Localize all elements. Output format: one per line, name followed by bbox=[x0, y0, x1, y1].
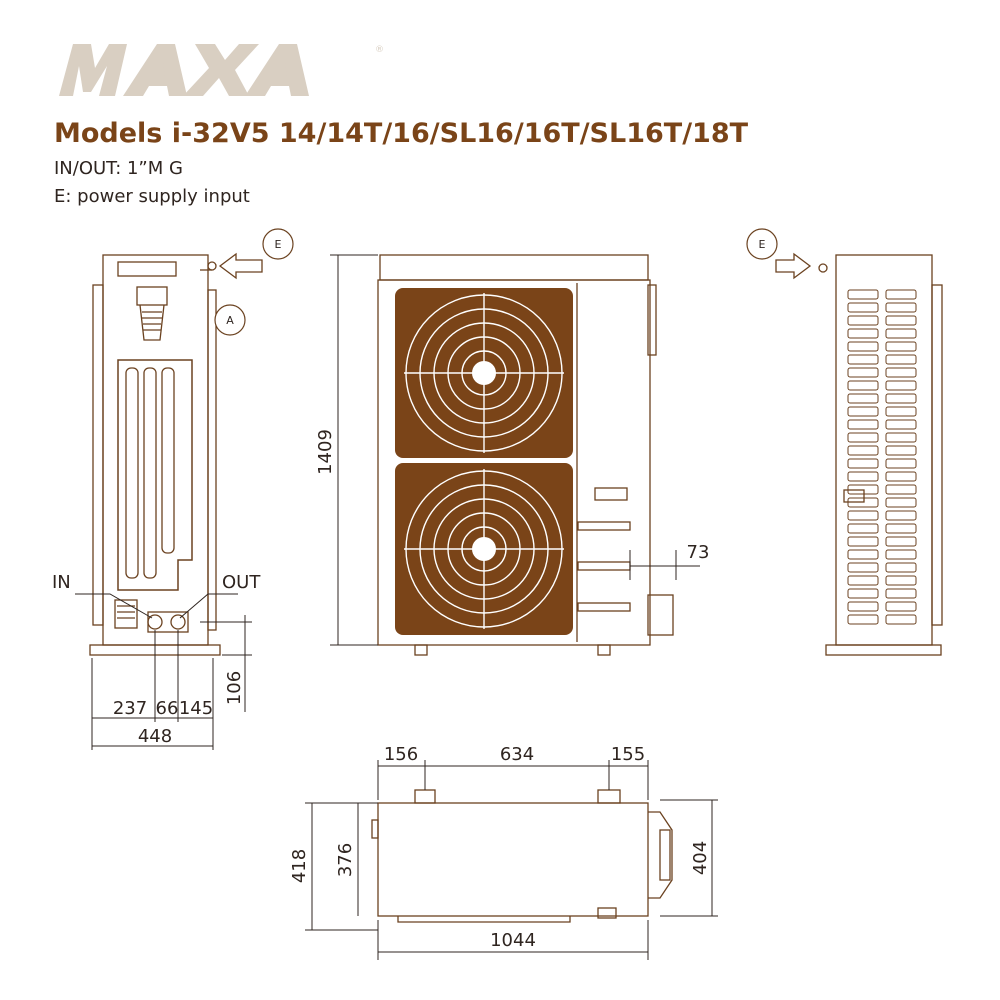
vent-slot bbox=[847, 497, 879, 508]
dim-376: 376 bbox=[335, 843, 356, 877]
vent-slot bbox=[847, 406, 879, 417]
vent-slot bbox=[847, 445, 879, 456]
vent-slot bbox=[885, 432, 917, 443]
vent-slot bbox=[885, 315, 917, 326]
vent-slot bbox=[885, 575, 917, 586]
vent-slot bbox=[885, 549, 917, 560]
vent-slot bbox=[847, 432, 879, 443]
vent-slot bbox=[885, 406, 917, 417]
dim-1409: 1409 bbox=[315, 429, 336, 475]
vent-slot bbox=[885, 523, 917, 534]
vent-slot bbox=[885, 289, 917, 300]
vent-slot bbox=[885, 328, 917, 339]
vent-slot bbox=[847, 549, 879, 560]
vent-slot bbox=[847, 536, 879, 547]
power-arrow-right-icon bbox=[775, 252, 812, 280]
dim-145: 145 bbox=[179, 698, 213, 719]
vent-slot bbox=[847, 341, 879, 352]
vent-slot bbox=[885, 497, 917, 508]
top-view bbox=[371, 789, 673, 923]
svg-text:E: E bbox=[759, 238, 766, 251]
dim-1044: 1044 bbox=[490, 930, 536, 951]
vent-slot bbox=[847, 289, 879, 300]
vent-slot bbox=[847, 575, 879, 586]
callout-e-right: E bbox=[746, 228, 778, 260]
vent-slot bbox=[847, 393, 879, 404]
vent-slot bbox=[885, 588, 917, 599]
vent-slot bbox=[885, 562, 917, 573]
vent-slot bbox=[847, 419, 879, 430]
fan-grille-bottom-icon bbox=[395, 463, 573, 635]
vent-slot bbox=[847, 614, 879, 625]
vent-slot bbox=[885, 536, 917, 547]
vent-slot bbox=[885, 471, 917, 482]
power-note: E: power supply input bbox=[54, 186, 250, 207]
vent-slot bbox=[885, 419, 917, 430]
vent-slot bbox=[885, 393, 917, 404]
outlet-label: OUT bbox=[222, 572, 261, 593]
page-title: Models i-32V5 14/14T/16/SL16/16T/SL16T/1… bbox=[54, 118, 749, 149]
vent-slot bbox=[847, 380, 879, 391]
side-view-right bbox=[818, 254, 943, 656]
dim-66: 66 bbox=[156, 698, 179, 719]
vent-slot bbox=[847, 484, 879, 495]
vent-slot bbox=[847, 458, 879, 469]
side-dim-lines bbox=[91, 615, 252, 750]
side-view-left bbox=[89, 254, 221, 656]
dim-237: 237 bbox=[113, 698, 147, 719]
vent-slot bbox=[847, 315, 879, 326]
vent-slot bbox=[847, 328, 879, 339]
vent-slot bbox=[847, 588, 879, 599]
dim-634: 634 bbox=[500, 744, 534, 765]
vent-slot bbox=[847, 510, 879, 521]
vent-slot bbox=[885, 302, 917, 313]
dim-73: 73 bbox=[687, 542, 710, 563]
vent-slot bbox=[885, 367, 917, 378]
vent-slot bbox=[885, 341, 917, 352]
power-arrow-left-icon bbox=[218, 252, 263, 280]
front-view bbox=[377, 254, 674, 656]
vent-slot bbox=[885, 380, 917, 391]
vent-slot bbox=[847, 367, 879, 378]
vent-slot bbox=[885, 458, 917, 469]
vent-slot bbox=[847, 562, 879, 573]
vent-slot bbox=[885, 484, 917, 495]
dim-418: 418 bbox=[289, 849, 310, 883]
vent-slot bbox=[885, 445, 917, 456]
svg-text:®: ® bbox=[375, 45, 384, 55]
connection-note: IN/OUT: 1”M G bbox=[54, 158, 183, 179]
dim-155: 155 bbox=[611, 744, 645, 765]
vent-slot bbox=[847, 302, 879, 313]
dim-106: 106 bbox=[224, 671, 245, 705]
fan-grille-top-icon bbox=[395, 288, 573, 458]
inlet-label: IN bbox=[52, 572, 71, 593]
side-vent-slots bbox=[847, 289, 917, 625]
svg-text:E: E bbox=[275, 238, 282, 251]
vent-slot bbox=[885, 354, 917, 365]
vent-slot bbox=[885, 601, 917, 612]
dim-156: 156 bbox=[384, 744, 418, 765]
vent-slot bbox=[847, 471, 879, 482]
dim-448: 448 bbox=[138, 726, 172, 747]
maxa-logo: ® bbox=[59, 44, 384, 96]
callout-e-left: E bbox=[262, 228, 294, 260]
vent-slot bbox=[885, 510, 917, 521]
vent-slot bbox=[885, 614, 917, 625]
vent-slot bbox=[847, 354, 879, 365]
svg-text:A: A bbox=[226, 314, 234, 327]
dim-404: 404 bbox=[690, 841, 711, 875]
vent-slot bbox=[847, 601, 879, 612]
callout-a: A bbox=[214, 304, 246, 336]
vent-slot bbox=[847, 523, 879, 534]
